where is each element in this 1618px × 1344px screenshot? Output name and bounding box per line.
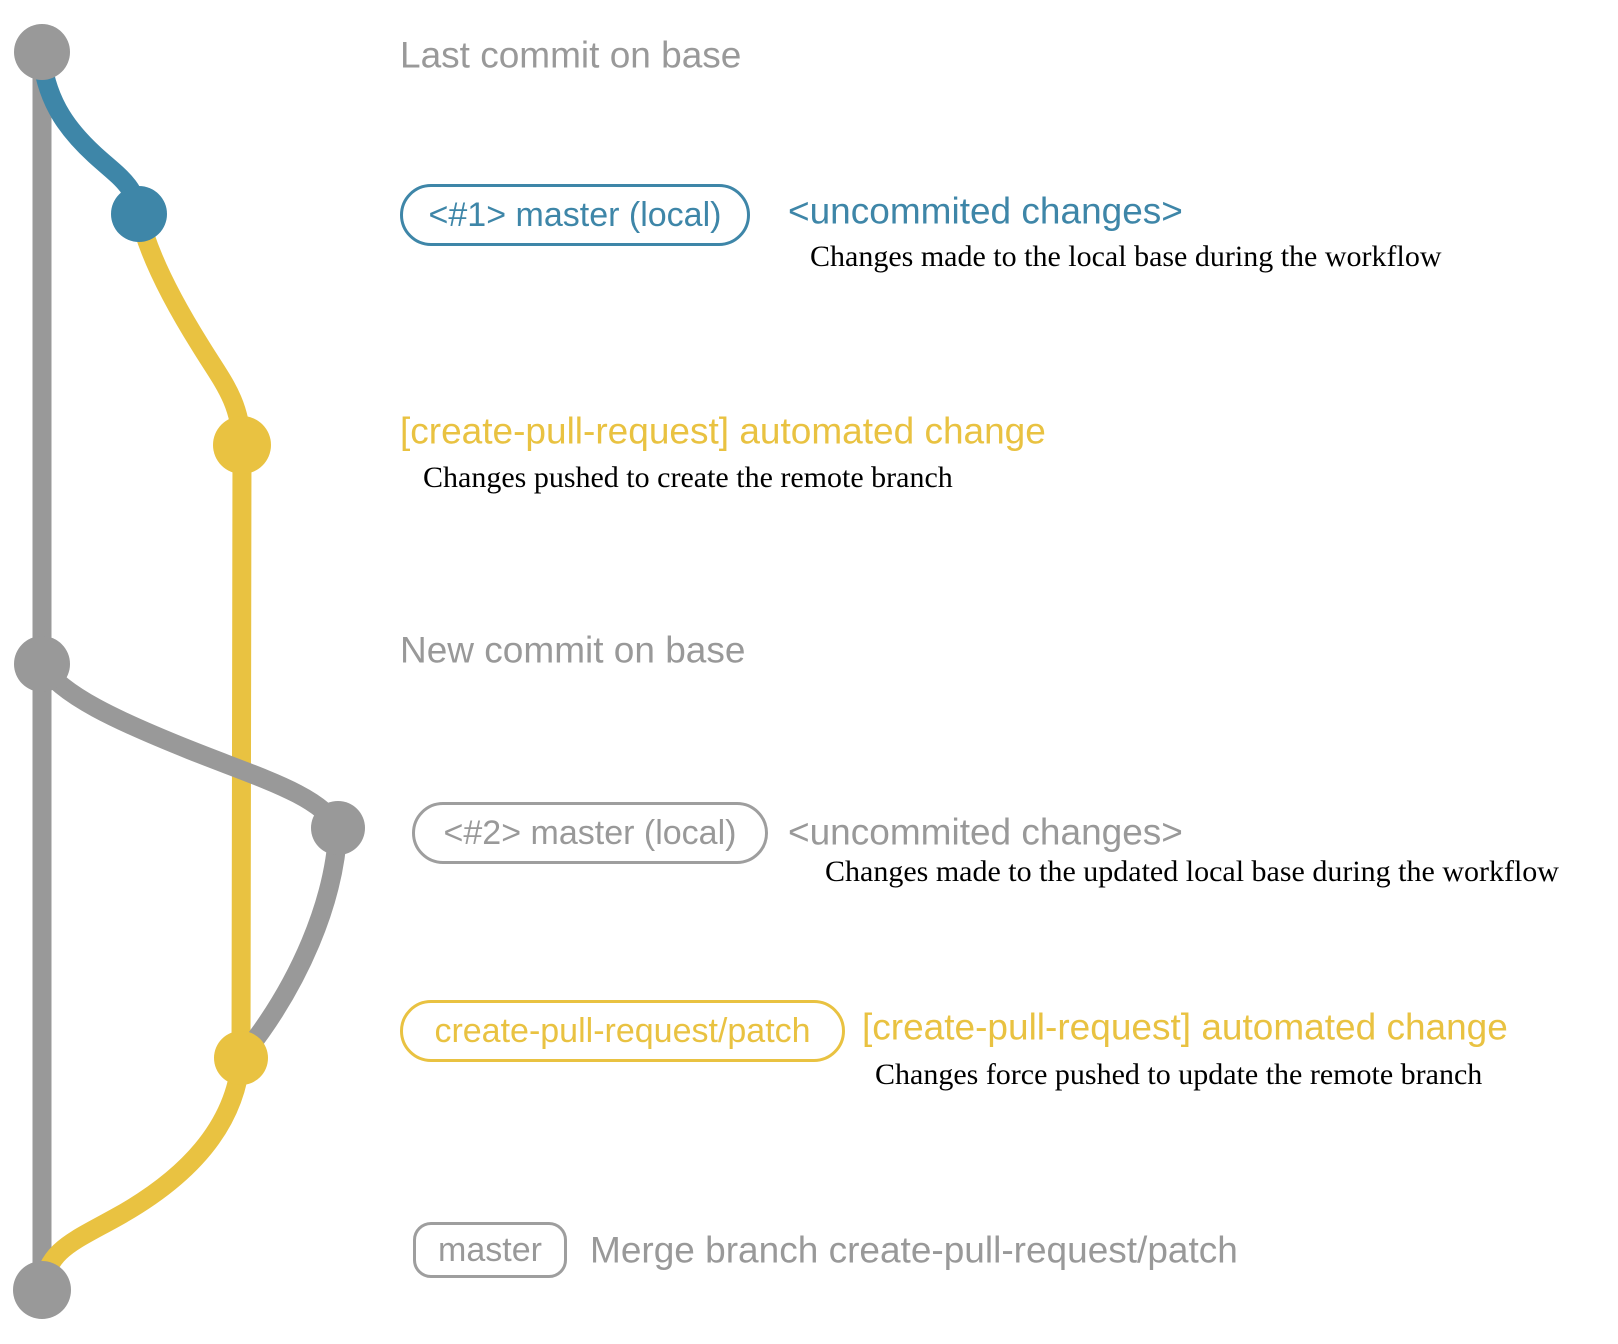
graph-svg [13, 24, 365, 1319]
commit-dot-local-1 [111, 186, 167, 242]
gray-branch-line-b [231, 818, 348, 1068]
desc-force-push: Changes force pushed to update the remot… [875, 1058, 1483, 1091]
commit-dot-local-2 [311, 801, 365, 855]
heading-automated-change-1: [create-pull-request] automated change [400, 410, 1046, 452]
label-automated-change-2: [create-pull-request] automated change [862, 1006, 1508, 1048]
badge-master: master [413, 1222, 567, 1278]
commit-dot-base-top [14, 24, 70, 80]
commit-dot-merge [13, 1261, 71, 1319]
desc-local-changes-2: Changes made to the updated local base d… [825, 855, 1559, 888]
desc-local-changes-1: Changes made to the local base during th… [810, 240, 1442, 273]
commit-dot-patch-2 [214, 1031, 268, 1085]
heading-last-commit: Last commit on base [400, 34, 742, 76]
badge-master-local-1: <#1> master (local) [400, 184, 750, 246]
yellow-branch-line-top [129, 204, 252, 455]
commit-dot-patch-1 [213, 416, 271, 474]
badge-patch-branch: create-pull-request/patch [400, 1000, 845, 1062]
label-uncommitted-1: <uncommited changes> [788, 190, 1183, 232]
yellow-branch-line-mid [231, 435, 252, 1068]
heading-new-commit: New commit on base [400, 629, 746, 671]
yellow-branch-line-bottom [32, 1048, 251, 1300]
gray-branch-line-a [32, 654, 348, 838]
label-merge-commit: Merge branch create-pull-request/patch [590, 1229, 1238, 1271]
label-uncommitted-2: <uncommited changes> [788, 811, 1183, 853]
badge-master-local-2: <#2> master (local) [412, 802, 768, 864]
commit-dot-base-new [14, 636, 70, 692]
desc-push-1: Changes pushed to create the remote bran… [423, 461, 953, 494]
